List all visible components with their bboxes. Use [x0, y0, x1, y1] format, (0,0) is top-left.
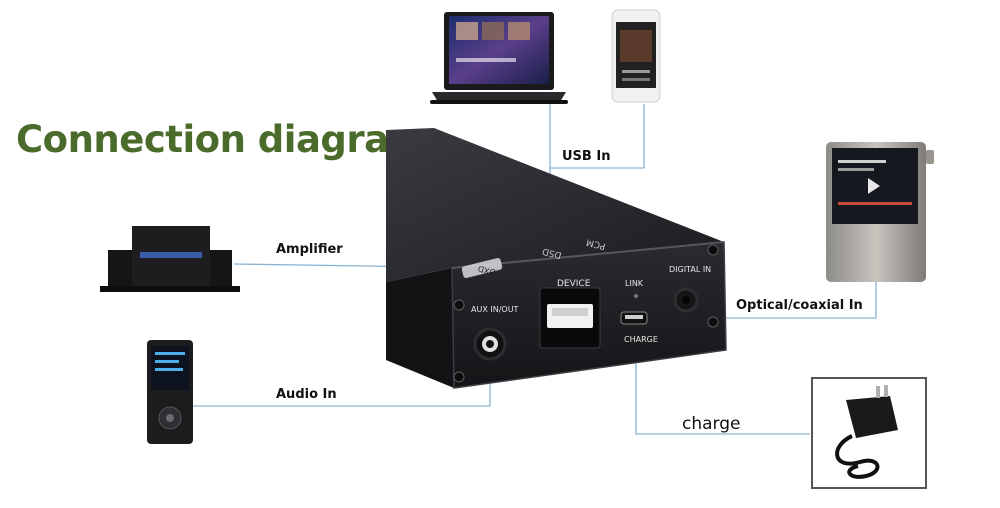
smartphone-icon — [611, 9, 661, 103]
page-title: Connection diagram — [16, 118, 427, 161]
charge-panel-label: CHARGE — [624, 335, 658, 344]
screw-icon — [707, 244, 719, 256]
audio-in-label: Audio In — [276, 387, 337, 402]
dac-device — [386, 128, 727, 389]
aux-label: AUX IN/OUT — [471, 305, 519, 314]
charge-label: charge — [682, 414, 741, 434]
pcm-label: PCM — [585, 236, 606, 250]
screw-icon — [453, 299, 465, 311]
hi-res-player-icon — [826, 142, 934, 282]
screw-icon — [453, 371, 465, 383]
dac-top — [386, 128, 724, 282]
wire-optical — [686, 282, 877, 319]
dxd-label: DXD — [477, 264, 496, 277]
digital-in-label: DIGITAL IN — [669, 265, 711, 274]
power-adapter-icon — [835, 385, 898, 479]
speaker-system-icon — [100, 226, 240, 292]
dsd-label: DSD — [541, 245, 562, 259]
amplifier-label: Amplifier — [276, 242, 343, 257]
link-led-icon — [634, 294, 638, 298]
optical-coaxial-label: Optical/coaxial In — [736, 298, 863, 313]
usb-in-label: USB In — [562, 149, 611, 164]
mp3-player-icon — [147, 340, 193, 444]
screw-icon — [707, 316, 719, 328]
wire-charge — [635, 340, 810, 435]
dac-side — [386, 268, 454, 388]
wires — [192, 102, 877, 435]
laptop-icon — [430, 12, 568, 104]
link-label: LINK — [625, 279, 644, 288]
wire-usb-phone — [550, 104, 645, 169]
device-label: DEVICE — [557, 279, 591, 289]
